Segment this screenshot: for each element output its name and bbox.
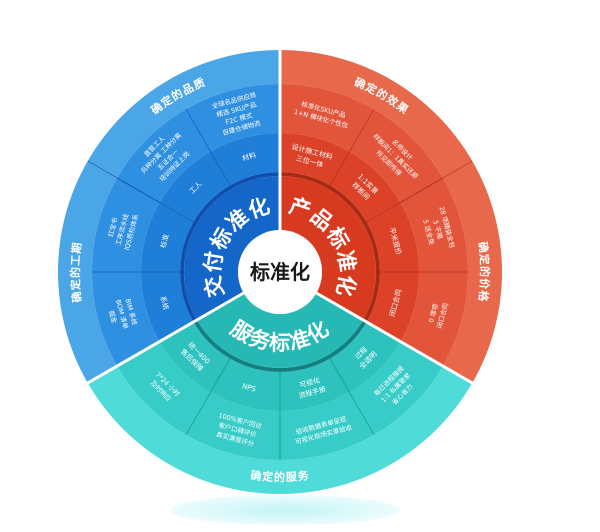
sector-separator [315,291,475,386]
outer-label: 确定的工期 [68,241,84,303]
short-label-band [280,133,419,342]
segment-short-label: NPS [241,382,257,393]
outer-divider [87,160,160,203]
outer-label: 确定的价格 [476,241,492,303]
outer-band [58,50,281,383]
segment-divider [327,108,375,190]
detail-band [91,84,280,366]
outer-divider [400,160,473,203]
segment-short-label: 材料 [241,150,257,162]
segment-divider [185,354,233,436]
outer-band [87,366,473,494]
divider-ring [280,172,381,322]
divider-ring [179,172,280,322]
outer-band [280,50,502,383]
short-label-band [140,133,280,342]
center-circle [238,230,322,314]
detail-band [280,84,468,366]
segment-divider [327,354,375,436]
core-band [280,176,376,320]
divider-ring [193,320,367,372]
detail-band [117,341,443,460]
center-label: 标准化 [250,260,310,284]
segment-short-label: 系统 [158,295,170,311]
core-band [184,176,280,320]
short-label-band [159,322,401,411]
outer-label: 确定的服务 [250,468,311,484]
segment-short-label: 标准 [158,233,170,249]
sector-separator [85,291,245,386]
segment-divider [185,108,233,190]
core-band [196,293,364,368]
bottom-glow [170,495,400,525]
